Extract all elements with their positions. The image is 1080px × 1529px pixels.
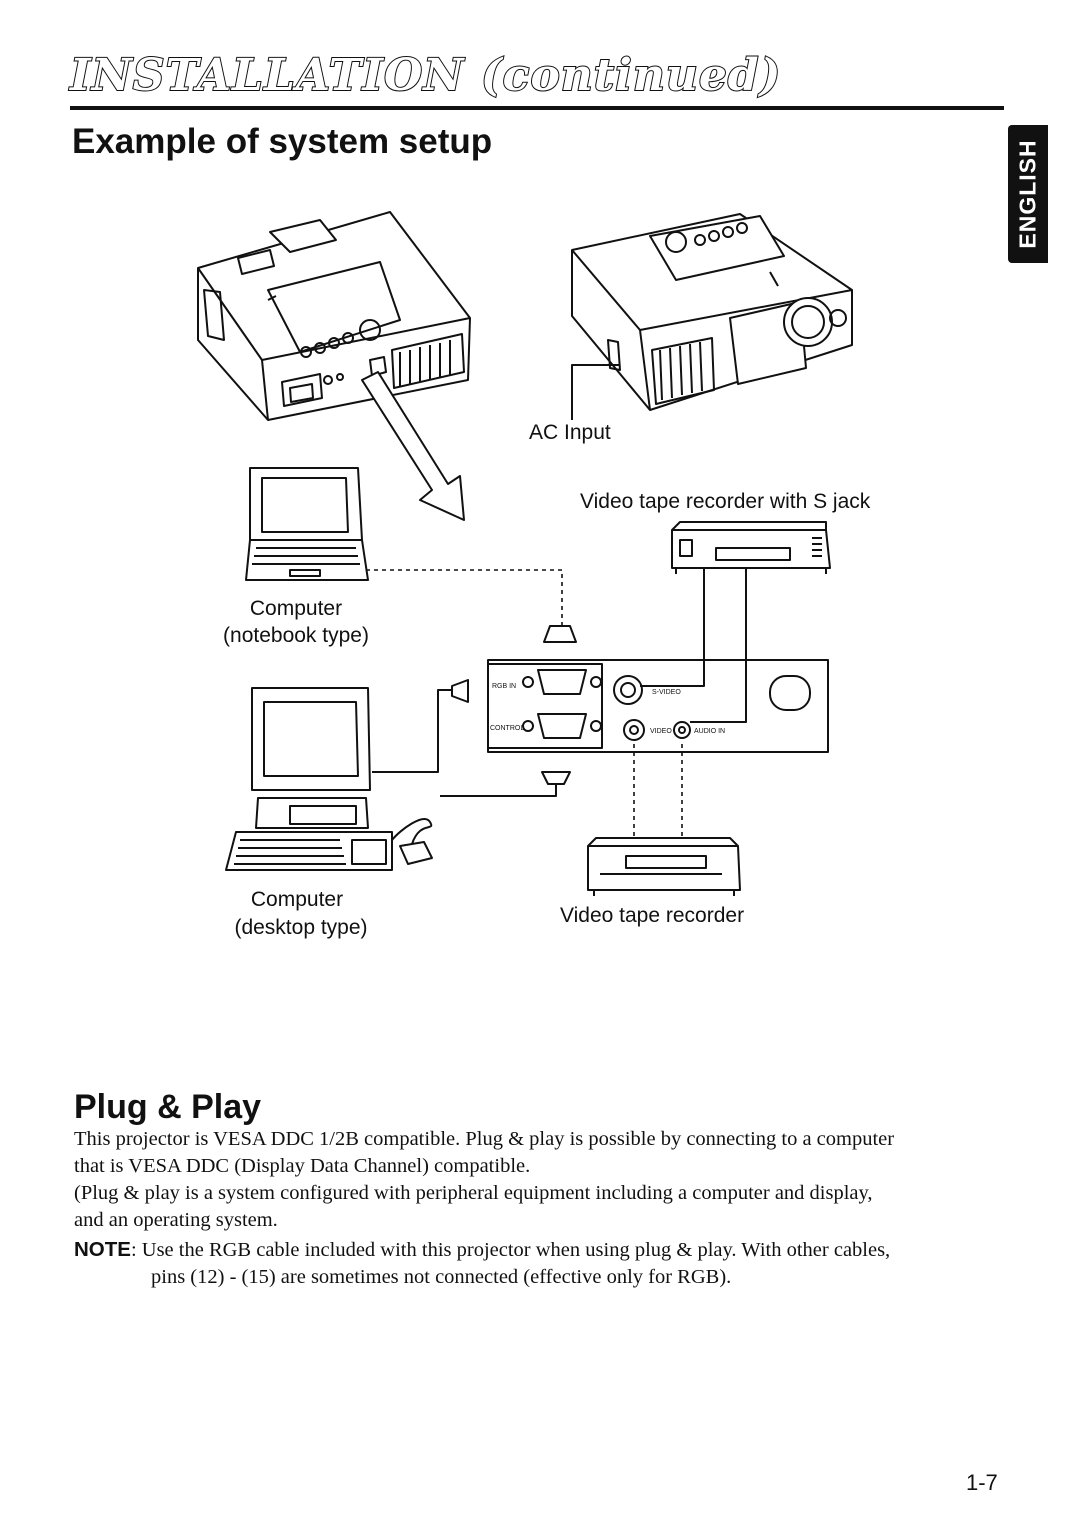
- label-vcr-s-jack: Video tape recorder with S jack: [580, 490, 871, 513]
- section-title-plug-play: Plug & Play: [74, 1088, 262, 1126]
- label-notebook-type: (notebook type): [223, 624, 369, 647]
- label-desktop-type: (desktop type): [234, 916, 368, 939]
- plug-play-para1-line2: that is VESA DDC (Display Data Channel) …: [74, 1155, 531, 1177]
- plug-play-note-line1: NOTE: Use the RGB cable included with th…: [74, 1236, 1014, 1264]
- panel-label-control: CONTROL: [490, 725, 524, 732]
- label-ac-input: AC Input: [529, 421, 611, 444]
- section-title-system-setup: Example of system setup: [72, 122, 493, 161]
- panel-label-s-video: S-VIDEO: [652, 689, 681, 696]
- cable-desktop: [372, 689, 452, 773]
- page-header-title: INSTALLATION (continued): [69, 49, 782, 102]
- label-vcr: Video tape recorder: [560, 904, 745, 927]
- panel-label-video: VIDEO: [650, 728, 672, 735]
- ac-input-pointer: [571, 364, 620, 420]
- cable-notebook-dashed: [366, 569, 563, 626]
- system-setup-diagram: RGB IN CONTROL S-VIDEO VIDEO AUDIO IN: [197, 211, 853, 896]
- projector-front-illustration: [571, 213, 853, 411]
- notebook-computer-illustration: [245, 467, 369, 581]
- vcr-s-jack-illustration: [671, 521, 831, 574]
- projector-rear-illustration: [197, 211, 471, 421]
- page-number: 1-7: [966, 1470, 998, 1495]
- plug-play-para2-line1: (Plug & play is a system configured with…: [74, 1182, 873, 1204]
- projector-rear-panel: [487, 659, 829, 753]
- plug-play-note-line2: pins (12) - (15) are sometimes not conne…: [151, 1266, 732, 1288]
- cable-s-video: [640, 568, 705, 687]
- header-rule: [70, 106, 1004, 110]
- desktop-computer-illustration: [225, 687, 433, 871]
- plug-play-para1-line1: This projector is VESA DDC 1/2B compatib…: [74, 1128, 895, 1150]
- plug-play-para2-line2: and an operating system.: [74, 1209, 278, 1231]
- arrow-rear-panel: [361, 371, 465, 521]
- vcr-illustration: [587, 837, 741, 896]
- cable-audio: [690, 568, 747, 723]
- note-text-line1: : Use the RGB cable included with this p…: [130, 1239, 891, 1261]
- panel-label-audio-in: AUDIO IN: [694, 728, 725, 735]
- label-computer-desktop: Computer: [250, 888, 344, 911]
- note-label: NOTE: [74, 1238, 131, 1261]
- label-computer-notebook: Computer: [249, 597, 343, 620]
- panel-label-rgb-in: RGB IN: [492, 683, 516, 690]
- language-tab: ENGLISH: [1008, 125, 1048, 263]
